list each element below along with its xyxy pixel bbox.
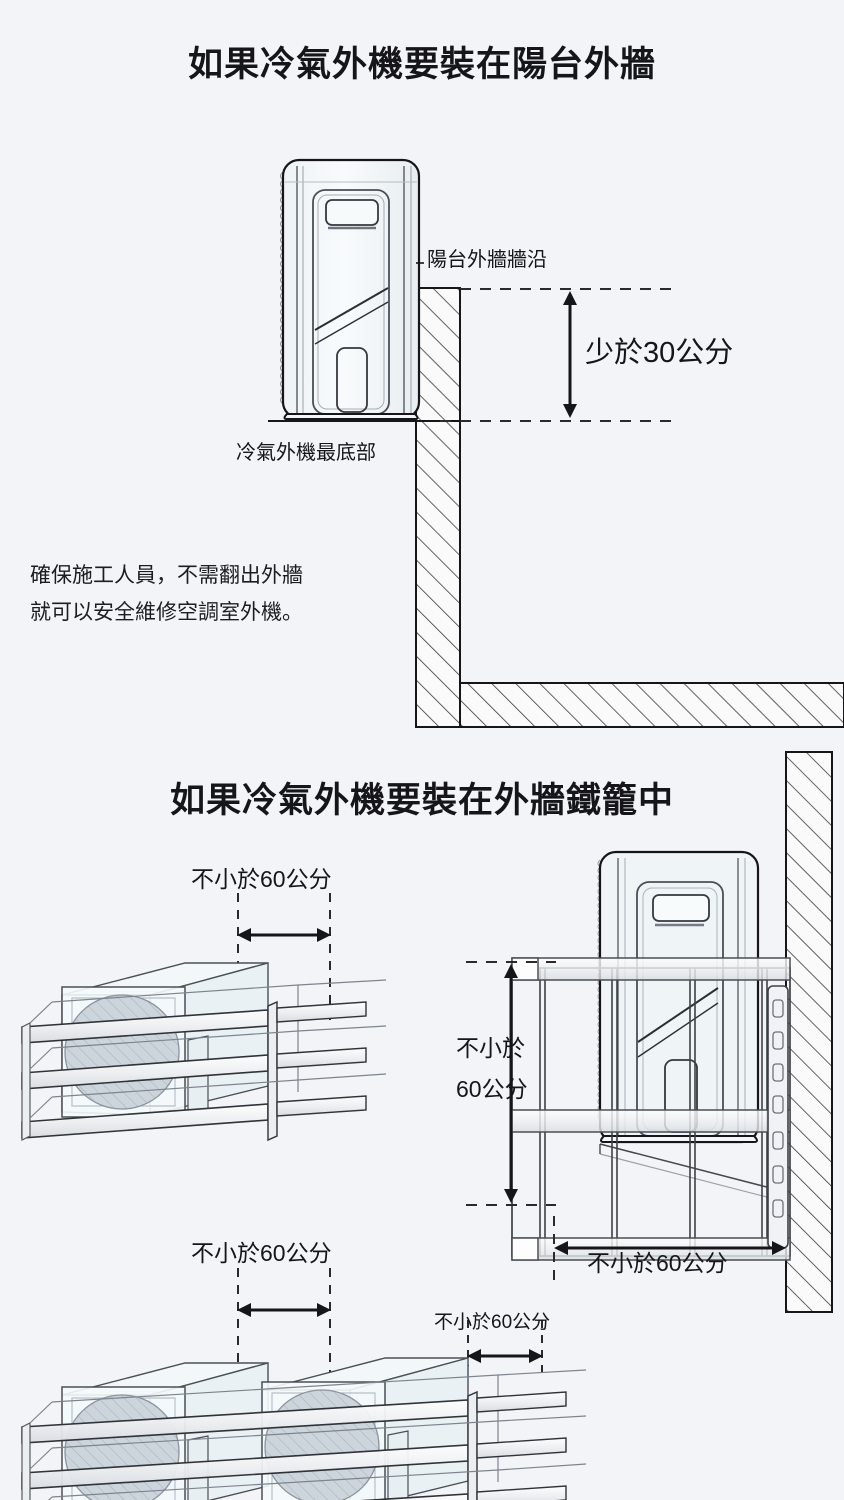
label-balcony-wall-edge: 陽台外牆牆沿 [427, 249, 547, 271]
label-unit-bottom: 冷氣外機最底部 [236, 442, 376, 464]
label-cage-depth: 不小於60公分 [587, 1250, 728, 1276]
label-bottom-cage-gap: 不小於60公分 [434, 1312, 551, 1333]
cage-perspective-single [21, 893, 387, 1142]
cage-perspective-double [21, 1268, 587, 1500]
label-cage-height-line-1: 不小於 [456, 1035, 525, 1061]
balcony-wall-illustration [268, 158, 844, 728]
wall-cage-illustration [21, 751, 833, 1500]
exterior-wall [785, 751, 833, 1313]
label-bottom-cage-width: 不小於60公分 [191, 1240, 332, 1266]
cage-height-arrow [504, 964, 518, 1203]
section-1-title: 如果冷氣外機要裝在陽台外牆 [187, 45, 656, 84]
label-cage-height-line-2: 60公分 [456, 1076, 528, 1102]
wall-mount-bracket [767, 985, 789, 1249]
ac-unit-in-cage-side-view [597, 850, 760, 1144]
ac-unit-side-view [268, 158, 460, 422]
section-1-body-line-2: 就可以安全維修空調室外機。 [30, 601, 303, 624]
label-cage-top-width: 不小於60公分 [191, 866, 332, 892]
clearance-arrow [563, 291, 577, 418]
label-clearance-30cm: 少於30公分 [585, 337, 734, 369]
cage-depth-arrow [554, 1241, 786, 1255]
section-2-title: 如果冷氣外機要裝在外牆鐵籠中 [169, 781, 674, 820]
section-1-body-line-1: 確保施工人員，不需翻出外牆 [30, 564, 303, 587]
